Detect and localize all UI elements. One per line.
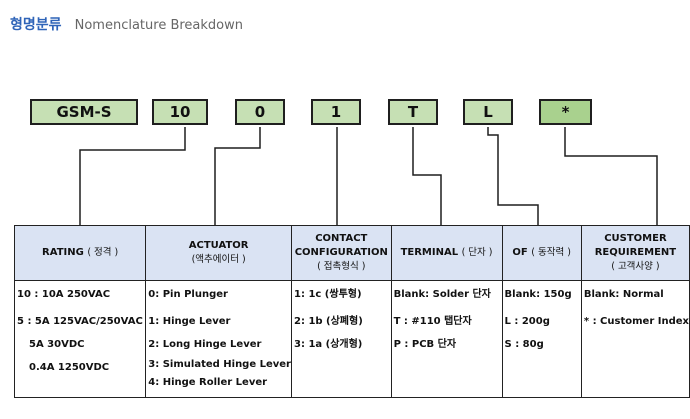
header-rating-main: RATING xyxy=(42,247,84,258)
code-box-rating: 10 xyxy=(152,99,208,125)
code-box-actuator: 0 xyxy=(235,99,285,125)
header-contact-sub: ( 접촉형식 ) xyxy=(317,261,366,272)
connector-0-actuator xyxy=(214,127,261,226)
rating-option: 10 : 10A 250VAC xyxy=(17,289,111,300)
table-body-row: 10 : 10A 250VAC 5 : 5A 125VAC/250VAC 5A … xyxy=(13,280,690,398)
header-terminal-main: TERMINAL xyxy=(400,247,459,258)
code-box-terminal: T xyxy=(388,99,438,125)
rating-option: 0.4A 1250VDC xyxy=(29,362,110,373)
of-option: Blank: 150g xyxy=(504,289,572,300)
code-box-contact: 1 xyxy=(311,99,361,125)
header-terminal-sub: ( 단자 ) xyxy=(461,247,493,258)
code-box-series: GSM-S xyxy=(30,99,138,125)
contact-option: 3: 1a (상개형) xyxy=(294,339,363,350)
cell-of: Blank: 150g L : 200g S : 80g xyxy=(501,280,582,398)
header-customer-sub: ( 고객사양 ) xyxy=(611,261,660,272)
header-contact-main: CONTACT CONFIGURATION xyxy=(294,233,388,258)
header-customer: CUSTOMER REQUIREMENT ( 고객사양 ) xyxy=(580,225,690,281)
connector-star-customer xyxy=(564,127,658,226)
header-of-main: OF xyxy=(512,247,528,258)
customer-option: Blank: Normal xyxy=(583,289,664,300)
heading-korean: 형명분류 xyxy=(10,17,62,33)
rating-option: 5 : 5A 125VAC/250VAC xyxy=(17,316,143,327)
terminal-option: T : #110 탭단자 xyxy=(393,316,472,327)
connector-l-of xyxy=(487,127,539,226)
actuator-option: 0: Pin Plunger xyxy=(148,289,228,300)
header-of-sub: ( 동작력 ) xyxy=(531,247,571,258)
of-option: L : 200g xyxy=(504,316,550,327)
cell-terminal: Blank: Solder 단자 T : #110 탭단자 P : PCB 단자 xyxy=(390,280,503,398)
cell-rating: 10 : 10A 250VAC 5 : 5A 125VAC/250VAC 5A … xyxy=(13,280,147,398)
header-actuator-sub: (액추에이터 ) xyxy=(191,254,246,265)
of-option: S : 80g xyxy=(504,339,544,350)
table-header-row: RATING ( 정격 ) ACTUATOR (액추에이터 ) CONTACT … xyxy=(13,225,690,281)
terminal-option: P : PCB 단자 xyxy=(393,339,457,350)
actuator-option: 4: Hinge Roller Lever xyxy=(148,377,268,388)
cell-customer: Blank: Normal * : Customer Index xyxy=(580,280,690,398)
code-box-customer: * xyxy=(539,99,592,125)
heading-english: Nomenclature Breakdown xyxy=(74,18,244,33)
header-of: OF ( 동작력 ) xyxy=(501,225,582,281)
contact-option: 2: 1b (상폐형) xyxy=(294,316,363,327)
page-heading: 형명분류 Nomenclature Breakdown xyxy=(10,14,243,34)
header-contact: CONTACT CONFIGURATION ( 접촉형식 ) xyxy=(291,225,392,281)
cell-contact: 1: 1c (쌍투형) 2: 1b (상폐형) 3: 1a (상개형) xyxy=(291,280,392,398)
connector-10-rating xyxy=(79,127,186,226)
header-terminal: TERMINAL ( 단자 ) xyxy=(390,225,503,281)
contact-option: 1: 1c (쌍투형) xyxy=(294,289,362,300)
customer-option: * : Customer Index xyxy=(583,316,689,327)
header-customer-main: CUSTOMER REQUIREMENT xyxy=(594,233,677,258)
header-actuator: ACTUATOR (액추에이터 ) xyxy=(145,225,292,281)
connector-t-terminal xyxy=(412,127,442,226)
header-rating: RATING ( 정격 ) xyxy=(13,225,147,281)
rating-option: 5A 30VDC xyxy=(29,339,85,350)
actuator-option: 3: Simulated Hinge Lever xyxy=(148,359,291,370)
code-box-of: L xyxy=(463,99,513,125)
cell-actuator: 0: Pin Plunger 1: Hinge Lever 2: Long Hi… xyxy=(145,280,292,398)
header-actuator-main: ACTUATOR xyxy=(188,240,249,251)
actuator-option: 2: Long Hinge Lever xyxy=(148,339,262,350)
header-rating-sub: ( 정격 ) xyxy=(87,247,119,258)
terminal-option: Blank: Solder 단자 xyxy=(393,289,491,300)
actuator-option: 1: Hinge Lever xyxy=(148,316,231,327)
spec-table: RATING ( 정격 ) ACTUATOR (액추에이터 ) CONTACT … xyxy=(13,225,690,398)
